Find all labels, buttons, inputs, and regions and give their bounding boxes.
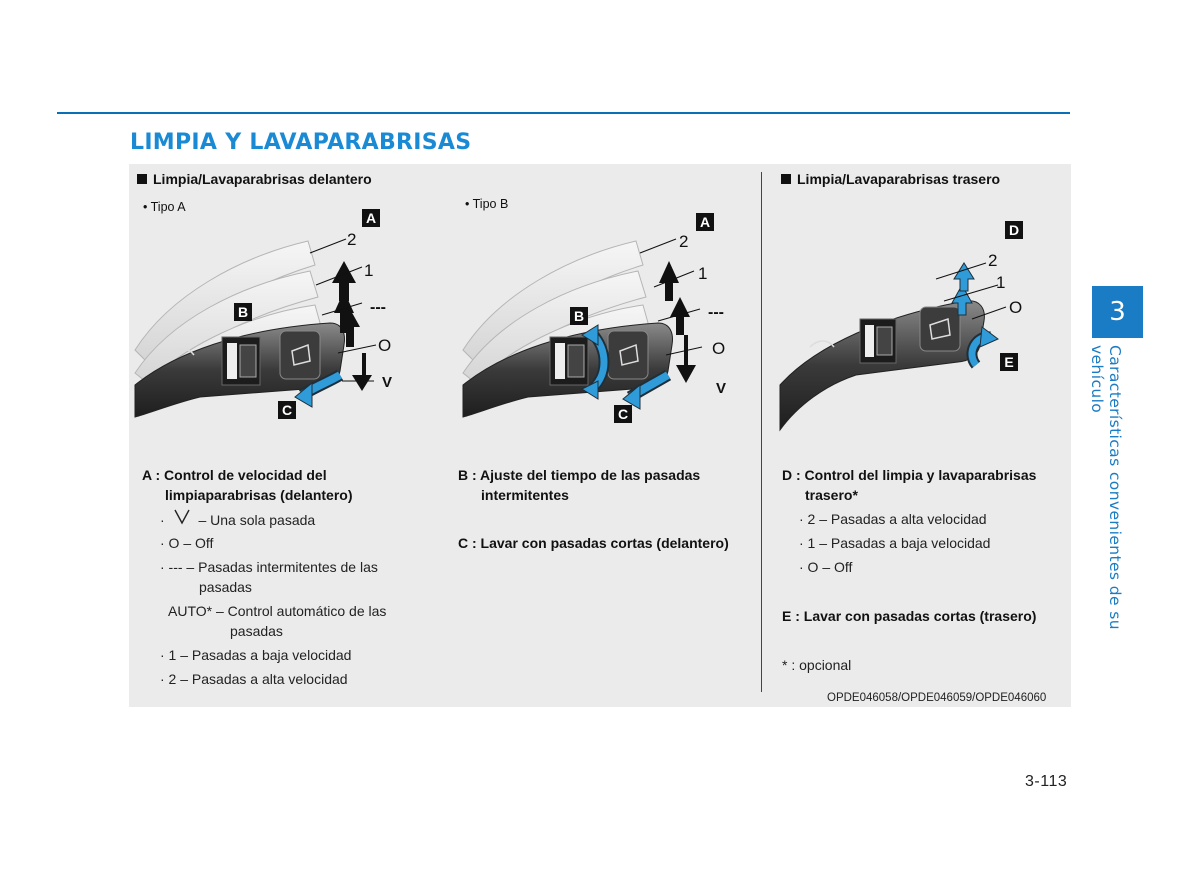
desc-a-line2: limpiaparabrisas (delantero) bbox=[165, 487, 353, 503]
label-d-box bbox=[1005, 221, 1023, 239]
mist-text: – Una sola pasada bbox=[198, 512, 316, 528]
rear-heading-text: Limpia/Lavaparabrisas trasero bbox=[797, 171, 1001, 187]
rear-section-heading: Limpia/Lavaparabrisas trasero bbox=[781, 171, 1000, 187]
position-1-label: 1 bbox=[698, 264, 707, 283]
tipo-a-label: • Tipo A bbox=[143, 200, 186, 214]
page-title: LIMPIA Y LAVAPARABRISAS bbox=[130, 130, 472, 155]
desc-a-int1: · --- – Pasadas intermitentes de las bbox=[160, 559, 378, 575]
label-b-box-b bbox=[570, 307, 588, 325]
bullet-square-icon bbox=[781, 174, 791, 184]
column-divider bbox=[761, 172, 762, 692]
desc-a-auto1: AUTO* – Control automático de las bbox=[168, 603, 387, 619]
label-e-box bbox=[1000, 353, 1018, 371]
desc-a-mist: · – Una sola pasada bbox=[160, 509, 315, 530]
desc-a-off: · O – Off bbox=[160, 535, 214, 551]
desc-d-line2: trasero* bbox=[805, 487, 858, 503]
label-c-box bbox=[278, 401, 296, 419]
label-c-box-b bbox=[614, 405, 632, 423]
wiper-lever-illustration-tipo-b: A B C 2 1 --- O V bbox=[462, 213, 726, 423]
desc-a-low: · 1 – Pasadas a baja velocidad bbox=[160, 647, 352, 663]
wiper-lever-illustration-tipo-a: A B C 2 1 --- O V bbox=[134, 209, 392, 419]
optional-note: * : opcional bbox=[782, 657, 852, 673]
position-off-label: O bbox=[378, 336, 391, 355]
label-a: A bbox=[700, 214, 710, 230]
image-code: OPDE046058/OPDE046059/OPDE046060 bbox=[827, 692, 1047, 704]
desc-d-off: · O – Off bbox=[799, 559, 853, 575]
bullet-dot: · bbox=[160, 512, 165, 528]
label-c: C bbox=[282, 402, 292, 418]
position-1-label: 1 bbox=[364, 261, 373, 280]
desc-d-high: · 2 – Pasadas a alta velocidad bbox=[799, 511, 987, 527]
tipo-b-label: • Tipo B bbox=[465, 197, 509, 211]
chapter-number-tab: 3 bbox=[1092, 286, 1143, 338]
desc-b-line2: intermitentes bbox=[481, 487, 569, 503]
position-mist-label: V bbox=[382, 374, 392, 391]
label-b-box bbox=[234, 303, 252, 321]
desc-a-int2: pasadas bbox=[199, 579, 252, 595]
label-b: B bbox=[574, 308, 584, 324]
top-rule bbox=[57, 112, 1070, 114]
label-c: C bbox=[618, 406, 628, 422]
front-heading-text: Limpia/Lavaparabrisas delantero bbox=[153, 171, 372, 187]
position-2-label: 2 bbox=[347, 230, 356, 249]
chapter-title-vertical: Características convenientes de su vehíc… bbox=[1088, 345, 1124, 630]
label-a-box-b bbox=[696, 213, 714, 231]
desc-d-line1: D : Control del limpia y lavaparabrisas bbox=[782, 467, 1037, 483]
desc-a-line1: A : Control de velocidad del bbox=[142, 467, 327, 483]
desc-e-line: E : Lavar con pasadas cortas (trasero) bbox=[782, 608, 1037, 624]
mist-v-icon bbox=[169, 509, 195, 530]
position-int-label: --- bbox=[370, 299, 386, 316]
desc-b-line1: B : Ajuste del tiempo de las pasadas bbox=[458, 467, 701, 483]
bullet-square-icon bbox=[137, 174, 147, 184]
label-a: A bbox=[366, 210, 376, 226]
position-off-label: O bbox=[712, 339, 725, 358]
rear-position-2-label: 2 bbox=[988, 251, 997, 270]
position-mist-label: V bbox=[716, 380, 726, 397]
label-d: D bbox=[1009, 222, 1019, 238]
position-int-label: --- bbox=[708, 304, 724, 321]
label-a-box bbox=[362, 209, 380, 227]
rear-position-off-label: O bbox=[1009, 298, 1022, 317]
position-2-label: 2 bbox=[679, 232, 688, 251]
desc-c-line: C : Lavar con pasadas cortas (delantero) bbox=[458, 535, 729, 551]
desc-a-high: · 2 – Pasadas a alta velocidad bbox=[160, 671, 348, 687]
front-section-heading: Limpia/Lavaparabrisas delantero bbox=[137, 171, 372, 187]
rear-wiper-lever-illustration: D E 2 1 O bbox=[779, 221, 1023, 432]
desc-d-low: · 1 – Pasadas a baja velocidad bbox=[799, 535, 991, 551]
page-number: 3-113 bbox=[1025, 773, 1068, 790]
desc-a-auto2: pasadas bbox=[230, 623, 283, 639]
label-b: B bbox=[238, 304, 248, 320]
rear-position-1-label: 1 bbox=[996, 273, 1005, 292]
label-e: E bbox=[1004, 354, 1013, 370]
